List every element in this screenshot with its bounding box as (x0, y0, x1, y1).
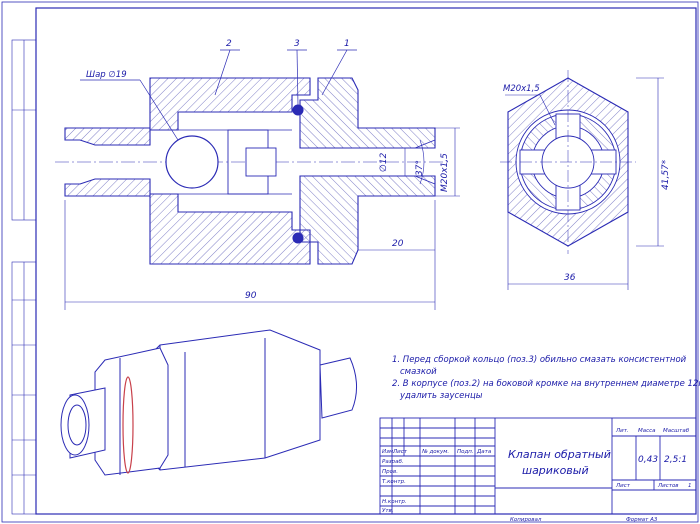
note-2-line-1: 2. В корпусе (поз.2) на боковой кромке н… (392, 379, 700, 389)
footer: Копировал Формат A3 (510, 517, 658, 523)
label-part-1: 1 (344, 39, 350, 49)
drawing-name-line-2: шариковый (522, 464, 589, 477)
technical-notes: 1. Перед сборкой кольцо (поз.3) обильно … (392, 355, 700, 401)
ndoc-label: № докум. (421, 449, 449, 455)
sheets-value: 1 (688, 483, 692, 489)
hex-dimensions (505, 77, 664, 290)
title-block (379, 417, 697, 515)
label-hex-thread: M20x1,5 (503, 84, 540, 94)
label-part-2: 2 (226, 39, 232, 49)
dim-total-length: 90 (245, 291, 257, 301)
section-view (55, 77, 450, 265)
dim-thread: M20x1,5 (440, 153, 450, 192)
dim-bore: ∅12 (379, 152, 389, 172)
callout-labels: 2 3 1 Шар ∅19 (86, 39, 350, 80)
label-ball: Шар ∅19 (86, 70, 127, 80)
appr-label: Утв. (382, 508, 394, 514)
dim-hex-corners: 41,57* (661, 159, 671, 190)
label-part-3: 3 (294, 39, 300, 49)
section-dimension-labels: 90 20 ∅12 37° M20x1,5 (245, 152, 450, 301)
dim-angle: 37° (415, 160, 425, 176)
date-label: Дата (476, 449, 492, 455)
hex-dimension-labels: 36 41,57* M20x1,5 (503, 84, 671, 283)
note-1-line-1: 1. Перед сборкой кольцо (поз.3) обильно … (392, 355, 687, 365)
isometric-view (60, 329, 357, 476)
format-label: Формат A3 (626, 517, 658, 523)
drawing-name-line-1: Клапан обратный (508, 448, 611, 461)
tcontr-label: Т.контр. (382, 479, 406, 485)
mass-value: 0,43 (638, 455, 658, 465)
sign-label: Подп. (457, 449, 474, 455)
note-2-line-2: удалить заусенцы (399, 391, 483, 401)
section-dimensions (64, 127, 460, 310)
izm-label: Изм. (382, 449, 395, 455)
scale-label: Масштаб (663, 428, 690, 434)
dim-end-length: 20 (392, 239, 404, 249)
mass-label: Масса (638, 428, 656, 434)
hex-end-view (500, 70, 636, 254)
dim-hex-flats: 36 (564, 273, 576, 283)
lit-label: Лит. (615, 428, 629, 434)
ncontr-label: Н.контр. (382, 499, 407, 505)
check-label: Пров. (382, 469, 398, 475)
dev-label: Разраб. (382, 459, 404, 465)
list-label: Лист (392, 449, 408, 455)
sheets-label: Листов (657, 483, 679, 489)
note-1-line-2: смазкой (400, 367, 437, 377)
sheet-label: Лист (615, 483, 631, 489)
title-block-text: Клапан обратный шариковый Лит. Масса Мас… (382, 428, 692, 514)
copy-label: Копировал (510, 517, 542, 523)
scale-value: 2,5:1 (664, 455, 687, 465)
callouts (80, 49, 357, 141)
